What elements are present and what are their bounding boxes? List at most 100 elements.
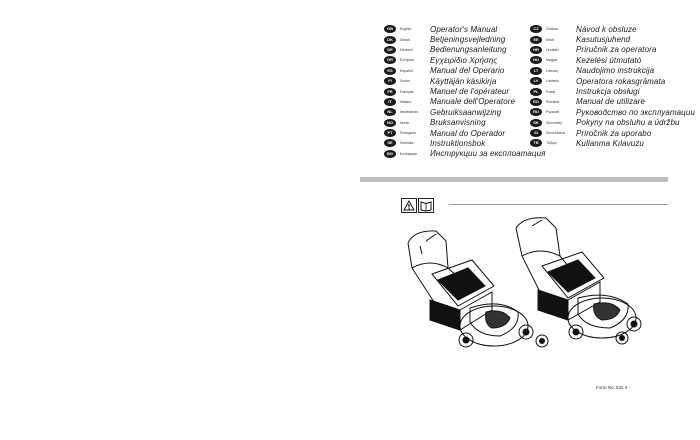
manual-title: Manual del Operario	[430, 66, 505, 76]
language-code-badge: NL	[384, 108, 396, 117]
language-name: Русский	[546, 110, 559, 115]
language-name: Português	[400, 131, 416, 136]
manual-title: Kasutusjuhend	[576, 35, 631, 45]
manual-title: Kullanma Kılavuzu	[576, 138, 644, 148]
language-code-badge: LT	[530, 66, 542, 75]
language-name: Lietuvių	[546, 68, 559, 73]
language-code-badge: DE	[384, 45, 396, 54]
language-code-badge: ES	[384, 66, 396, 75]
language-entry: PL Polski Instrukcja obsługi	[530, 86, 695, 96]
lawn-mower-right-illustration	[515, 217, 642, 345]
language-name: Svenska	[400, 141, 414, 146]
manual-title: Instruktionsbok	[430, 138, 486, 148]
language-name: Nederlands	[400, 110, 418, 115]
language-code-badge: BG	[384, 149, 396, 158]
manual-title: Manuale dell'Operatore	[430, 97, 516, 107]
manual-title: Instrukcja obsługi	[576, 87, 640, 97]
manual-title: Руководство по эксплуатации	[576, 107, 695, 117]
read-manual-icon	[418, 198, 434, 213]
language-name: Norsk	[400, 120, 410, 125]
language-name: Türkçe	[546, 141, 557, 146]
language-entry: HU Magyar Kezelési útmutató	[530, 55, 695, 65]
language-name: Ελληνικά	[400, 58, 415, 63]
language-entry: LV Latviešu Operatora rokasgrāmata	[530, 76, 695, 86]
language-name: Čeština	[546, 27, 558, 32]
language-code-badge: EE	[530, 35, 542, 44]
language-entry: TR Türkçe Kullanma Kılavuzu	[530, 138, 695, 148]
language-name: Română	[546, 99, 560, 104]
language-name: Български	[400, 151, 417, 156]
language-code-badge: TR	[530, 139, 542, 148]
language-code-badge: GR	[384, 56, 396, 65]
language-entry: GR Ελληνικά Εγχειρίδιο Χρήσης	[384, 55, 546, 65]
language-name: Français	[400, 89, 414, 94]
language-entry: SI Slovenščina Priročnik za uporabo	[530, 128, 695, 138]
language-name: Slovenščina	[546, 131, 565, 136]
language-entry: LT Lietuvių Naudojimo instrukcija	[530, 66, 695, 76]
language-name: Hrvatski	[546, 47, 559, 52]
language-code-badge: PT	[384, 129, 396, 138]
warning-icons	[401, 198, 434, 213]
language-code-badge: CZ	[530, 25, 542, 34]
language-code-badge: SE	[384, 139, 396, 148]
manual-title: Manual de utilizare	[576, 97, 646, 107]
manual-title: Naudojimo instrukcija	[576, 66, 655, 76]
manual-title: Návod k obsluze	[576, 24, 637, 34]
language-code-badge: GB	[384, 25, 396, 34]
manual-title: Инструкции за експлоатация	[430, 149, 546, 159]
language-code-badge: SI	[530, 129, 542, 138]
language-entry: SE Svenska Instruktionsbok	[384, 138, 546, 148]
language-name: Eesti	[546, 37, 554, 42]
language-entry: FR Français Manuel de l'opérateur	[384, 86, 546, 96]
language-code-badge: NO	[384, 118, 396, 127]
language-code-badge: RO	[530, 97, 542, 106]
language-name: English	[400, 27, 412, 32]
language-name: Español	[400, 68, 413, 73]
manual-title: Manual do Operador	[430, 128, 506, 138]
language-code-badge: HU	[530, 56, 542, 65]
gray-divider-band	[360, 177, 668, 182]
language-code-badge: FI	[384, 77, 396, 86]
language-code-badge: HR	[530, 45, 542, 54]
language-entry: DE Deutsch Bedienungsanleitung	[384, 45, 546, 55]
manual-title: Priročnik za uporabo	[576, 128, 652, 138]
language-name: Magyar	[546, 58, 558, 63]
language-code-badge: LV	[530, 77, 542, 86]
language-code-badge: PL	[530, 87, 542, 96]
manual-title: Operatora rokasgrāmata	[576, 76, 666, 86]
language-code-badge: IT	[384, 97, 396, 106]
manual-title: Pokyny na obsluhu a údržbu	[576, 118, 680, 128]
form-number: Form No. 532 4 -	[596, 385, 631, 390]
language-name: Slovensky	[546, 120, 562, 125]
manual-title: Εγχειρίδιο Χρήσης	[430, 55, 498, 65]
header-rule	[449, 204, 668, 205]
language-code-badge: FR	[384, 87, 396, 96]
language-code-badge: SK	[530, 118, 542, 127]
language-name: Latviešu	[546, 79, 560, 84]
language-name: Polski	[546, 89, 556, 94]
manual-title: Kezelési útmutató	[576, 55, 642, 65]
manual-title: Betjeningsvejledning	[430, 35, 506, 45]
language-entry: HR Hrvatski Priručnik za operatora	[530, 45, 695, 55]
lawn-mower-left-illustration	[407, 230, 549, 348]
manual-title: Bedienungsanleitung	[430, 45, 507, 55]
language-entry: EE Eesti Kasutusjuhend	[530, 34, 695, 44]
manual-title: Operator's Manual	[430, 24, 498, 34]
safety-alert-icon	[401, 198, 417, 213]
manual-title: Bruksanvisning	[430, 118, 486, 128]
language-entry: SK Slovensky Pokyny na obsluhu a údržbu	[530, 118, 695, 128]
manual-title: Priručnik za operatora	[576, 45, 657, 55]
language-entry: BG Български Инструкции за експлоатация	[384, 149, 546, 159]
language-entry: RO Română Manual de utilizare	[530, 97, 695, 107]
manual-title: Käyttäjän käsikirja	[430, 76, 497, 86]
language-name: Deutsch	[400, 47, 413, 52]
language-entry: GB English Operator's Manual	[384, 24, 546, 34]
manual-title: Manuel de l'opérateur	[430, 87, 510, 97]
